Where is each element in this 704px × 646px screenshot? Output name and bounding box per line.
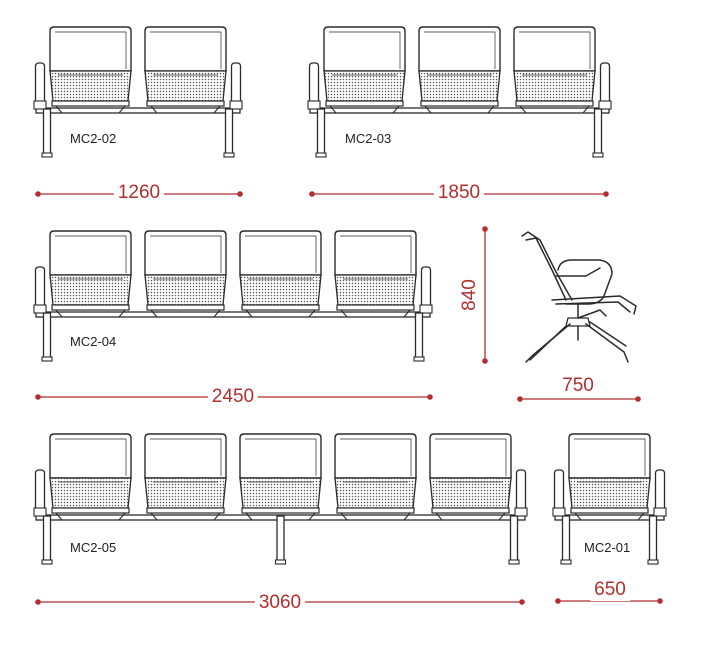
armrest-icon [598,62,612,110]
leg-icon [41,515,53,565]
seat-icon [49,230,132,318]
side-chair-icon [521,231,637,363]
armrest-icon [419,266,433,314]
beam [554,514,665,521]
seat-icon [144,26,227,114]
model-label-mc2-05: MC2-05 [70,540,117,555]
width-dim-mc2-02: 1260 [113,182,165,204]
bench-mc2_05 [33,433,528,565]
bench-mc2_01 [552,433,667,565]
leg-icon [560,515,572,565]
bench-mc2_04 [33,230,433,362]
armrest-icon [307,62,321,110]
model-label-mc2-04: MC2-04 [70,334,117,349]
armrest-icon [552,469,566,517]
seat-icon [334,230,417,318]
seat-icon [239,230,322,318]
width-dim-mc2-03: 1850 [433,182,485,204]
seat-icon [144,230,227,318]
seat-icon [429,433,512,521]
model-label-mc2-03: MC2-03 [345,131,392,146]
leg-icon [274,515,287,565]
leg-icon [592,108,604,158]
armrest-icon [33,469,47,517]
width-dim-mc2-04: 2450 [207,386,259,408]
dimension-line-icon [482,226,488,364]
seat-icon [323,26,406,114]
bench-mc2_03 [307,26,612,158]
beam [35,107,241,114]
seat-icon [49,26,132,114]
armrest-icon [33,266,47,314]
height-dim: 840 [459,275,481,315]
beam [309,107,610,114]
seat-icon [418,26,501,114]
seat-icon [239,433,322,521]
leg-icon [413,312,425,362]
depth-dim: 750 [558,375,598,397]
width-dim-mc2-05: 3060 [254,592,306,614]
dimension-line-icon [517,396,641,402]
model-label-mc2-01: MC2-01 [584,540,631,555]
leg-icon [315,108,327,158]
seat-icon [334,433,417,521]
armrest-icon [229,62,243,110]
seat-icon [568,433,651,521]
model-label-mc2-02: MC2-02 [70,131,117,146]
seat-icon [49,433,132,521]
bench-mc2_02 [33,26,243,158]
leg-icon [41,312,53,362]
leg-icon [41,108,53,158]
width-dim-mc2-01: 650 [590,579,630,601]
seat-icon [144,433,227,521]
beam [35,311,431,318]
armrest-icon [514,469,528,517]
leg-icon [508,515,520,565]
dimension-line-icon [555,598,663,604]
leg-icon [647,515,659,565]
seat-icon [513,26,596,114]
armrest-icon [33,62,47,110]
armrest-icon [653,469,667,517]
leg-icon [223,108,235,158]
